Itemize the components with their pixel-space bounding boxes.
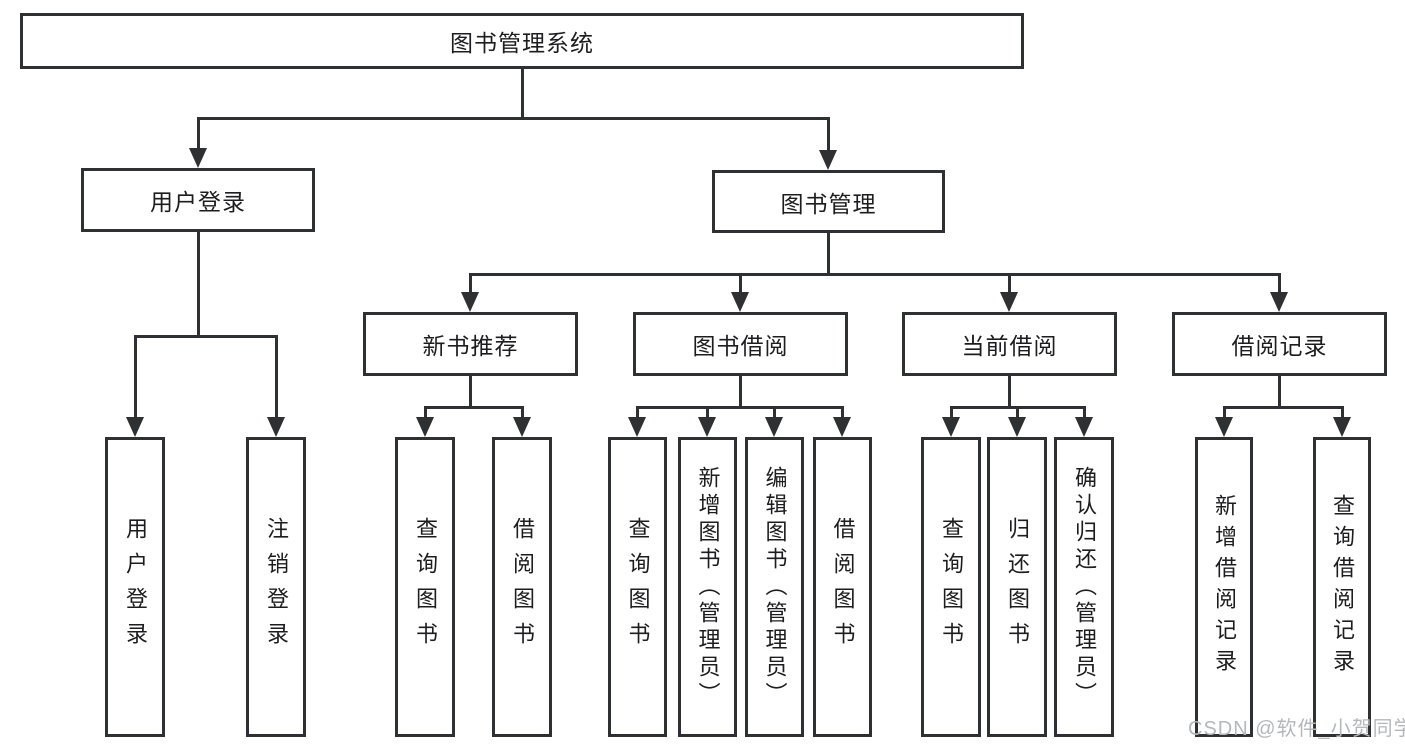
connector-line xyxy=(424,406,427,421)
leaf-query-borrow-record-label: 查询借阅记录 xyxy=(1330,494,1355,680)
arrow-down-icon xyxy=(833,417,851,437)
node-root-label: 图书管理系统 xyxy=(450,30,594,56)
arrow-down-icon xyxy=(731,292,749,312)
leaf-edit-book-admin-label: 编辑图书（管理员） xyxy=(762,465,788,709)
connector-line xyxy=(134,335,278,338)
node-root: 图书管理系统 xyxy=(20,13,1024,69)
leaf-query-books-recommend-label: 查询图书 xyxy=(413,517,438,657)
leaf-add-book-admin: 新增图书（管理员） xyxy=(678,437,737,737)
node-borrow-records: 借阅记录 xyxy=(1172,312,1387,376)
connector-line xyxy=(1008,376,1011,409)
leaf-add-borrow-record: 新增借阅记录 xyxy=(1195,437,1253,737)
connector-line xyxy=(469,273,472,296)
connector-line xyxy=(1223,406,1343,409)
connector-line xyxy=(469,273,1281,276)
arrow-down-icon xyxy=(1008,417,1026,437)
node-borrow-records-label: 借阅记录 xyxy=(1231,333,1328,359)
connector-line xyxy=(636,406,639,421)
connector-line xyxy=(424,406,524,409)
arrow-down-icon xyxy=(942,417,960,437)
leaf-borrow-books-recommend-label: 借阅图书 xyxy=(510,517,535,657)
connector-line xyxy=(706,406,709,421)
leaf-add-borrow-record-label: 新增借阅记录 xyxy=(1212,494,1237,680)
leaf-return-book-label: 归还图书 xyxy=(1005,517,1030,657)
connector-line xyxy=(197,117,830,120)
leaf-query-books-recommend: 查询图书 xyxy=(395,437,455,737)
arrow-down-icon xyxy=(267,417,285,437)
node-current-borrowing-label: 当前借阅 xyxy=(961,333,1058,359)
leaf-borrow-books-recommend: 借阅图书 xyxy=(492,437,552,737)
node-user-login-label: 用户登录 xyxy=(150,189,246,215)
arrow-down-icon xyxy=(1215,417,1233,437)
connector-line xyxy=(1083,406,1086,421)
connector-line xyxy=(1278,273,1281,296)
connector-line xyxy=(1278,376,1281,409)
leaf-add-book-admin-label: 新增图书（管理员） xyxy=(695,465,721,709)
arrow-down-icon xyxy=(1075,417,1093,437)
leaf-logout-label: 注销登录 xyxy=(264,517,289,657)
leaf-query-books-borrowing: 查询图书 xyxy=(608,437,667,737)
connector-line xyxy=(134,335,137,421)
leaf-edit-book-admin: 编辑图书（管理员） xyxy=(745,437,804,737)
connector-line xyxy=(1341,406,1344,421)
arrow-down-icon xyxy=(461,292,479,312)
connector-line xyxy=(521,68,524,117)
arrow-down-icon xyxy=(765,417,783,437)
node-current-borrowing: 当前借阅 xyxy=(902,312,1117,376)
leaf-logout: 注销登录 xyxy=(246,437,306,737)
connector-line xyxy=(197,117,200,152)
arrow-down-icon xyxy=(1270,292,1288,312)
arrow-down-icon xyxy=(698,417,716,437)
arrow-down-icon xyxy=(416,417,434,437)
leaf-confirm-return-admin: 确认归还（管理员） xyxy=(1054,437,1114,737)
connector-line xyxy=(275,335,278,421)
arrow-down-icon xyxy=(513,417,531,437)
arrow-down-icon xyxy=(1000,292,1018,312)
connector-line xyxy=(636,406,844,409)
connector-line xyxy=(1008,273,1011,296)
arrow-down-icon xyxy=(819,150,837,170)
node-book-management-label: 图书管理 xyxy=(780,190,877,217)
leaf-borrow-books: 借阅图书 xyxy=(813,437,872,737)
connector-line xyxy=(950,406,953,421)
connector-line xyxy=(521,406,524,421)
node-user-login: 用户登录 xyxy=(81,168,315,232)
node-book-borrowing: 图书借阅 xyxy=(633,312,848,376)
connector-line xyxy=(739,376,742,409)
arrow-down-icon xyxy=(189,148,207,168)
leaf-query-books-borrowing-label: 查询图书 xyxy=(625,517,651,657)
connector-line xyxy=(1016,406,1019,421)
connector-line xyxy=(739,273,742,296)
leaf-user-login-label: 用户登录 xyxy=(123,517,148,657)
node-book-management: 图书管理 xyxy=(712,170,945,233)
arrow-down-icon xyxy=(628,417,646,437)
leaf-borrow-books-label: 借阅图书 xyxy=(830,517,856,657)
csdn-watermark: CSDN @软件_小贺同学 xyxy=(1188,718,1405,740)
leaf-return-book: 归还图书 xyxy=(987,437,1047,737)
connector-line xyxy=(1223,406,1226,421)
node-new-book-recommend: 新书推荐 xyxy=(363,312,578,376)
connector-line xyxy=(469,376,472,409)
connector-line xyxy=(827,117,830,154)
leaf-query-books-current: 查询图书 xyxy=(921,437,981,737)
arrow-down-icon xyxy=(1333,417,1351,437)
node-new-book-recommend-label: 新书推荐 xyxy=(422,333,519,359)
leaf-query-borrow-record: 查询借阅记录 xyxy=(1313,437,1371,737)
arrow-down-icon xyxy=(126,417,144,437)
connector-line xyxy=(827,233,830,276)
leaf-query-books-current-label: 查询图书 xyxy=(939,517,964,657)
connector-line xyxy=(841,406,844,421)
connector-line xyxy=(197,232,200,338)
leaf-user-login: 用户登录 xyxy=(105,437,165,737)
leaf-confirm-return-admin-label: 确认归还（管理员） xyxy=(1072,465,1097,709)
connector-line xyxy=(773,406,776,421)
node-book-borrowing-label: 图书借阅 xyxy=(692,333,789,359)
